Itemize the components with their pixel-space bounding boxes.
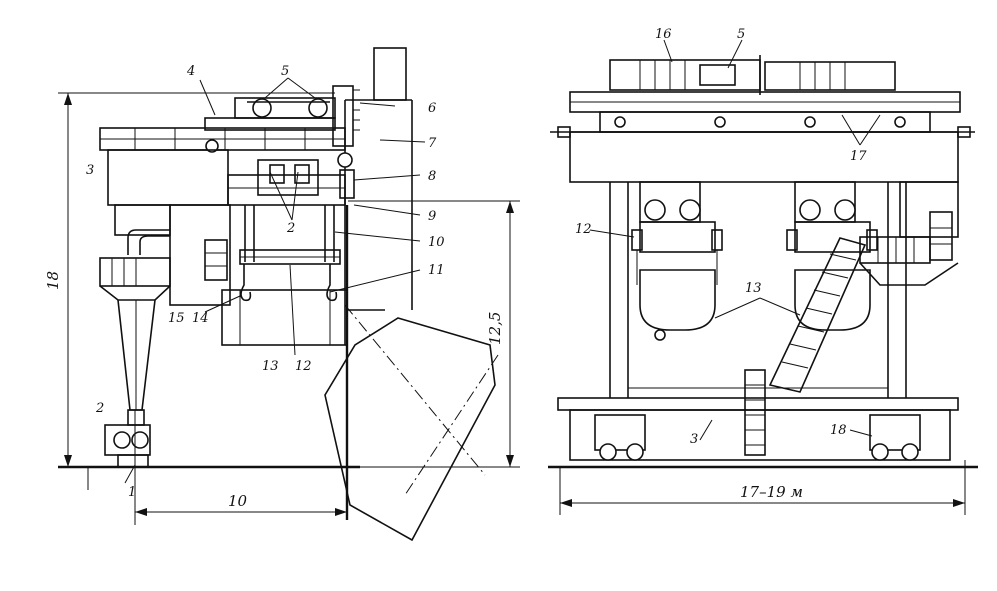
dim-span: 10	[228, 492, 248, 510]
callout-12: 12	[295, 359, 312, 374]
tilted-chute	[768, 237, 867, 393]
callout-14: 14	[192, 311, 209, 326]
callout-7: 7	[428, 136, 437, 151]
callout-9: 9	[428, 209, 436, 224]
main-beam-front	[569, 131, 959, 183]
callout-13-front: 13	[745, 281, 762, 296]
callout-3-front: 3	[690, 432, 698, 447]
callout-11: 11	[428, 263, 445, 278]
main-girder	[107, 149, 229, 206]
front-ladle-left	[639, 269, 716, 331]
callout-1: 1	[128, 485, 136, 500]
front-ladle-right	[794, 269, 871, 331]
callout-17: 17	[850, 149, 867, 164]
callout-2-bogie: 2	[95, 401, 104, 416]
callout-10: 10	[428, 235, 445, 250]
ladle-body	[221, 289, 348, 346]
callout-3: 3	[86, 163, 94, 178]
callout-4: 4	[186, 64, 195, 79]
dim-width: 17–19 м	[740, 483, 803, 501]
callout-8: 8	[428, 169, 436, 184]
callout-2-hoist: 2	[286, 221, 295, 236]
callout-6: 6	[428, 101, 436, 116]
wall-top	[373, 47, 407, 101]
callout-16: 16	[655, 27, 672, 42]
dim-height: 18	[44, 271, 62, 290]
front-view: 17–19 м 16 5 17 12 13 3 18	[548, 27, 978, 515]
tilted-ladle	[324, 317, 496, 542]
callout-5: 5	[281, 64, 289, 79]
dim-lift: 12,5	[486, 312, 504, 345]
callout-5-front: 5	[737, 27, 745, 42]
callout-18: 18	[830, 423, 847, 438]
side-view: 18 12,5 10 1 2 2 3 4 5 6	[44, 47, 520, 542]
callout-12-front: 12	[575, 222, 592, 237]
callout-15: 15	[168, 311, 185, 326]
callout-13: 13	[262, 359, 279, 374]
